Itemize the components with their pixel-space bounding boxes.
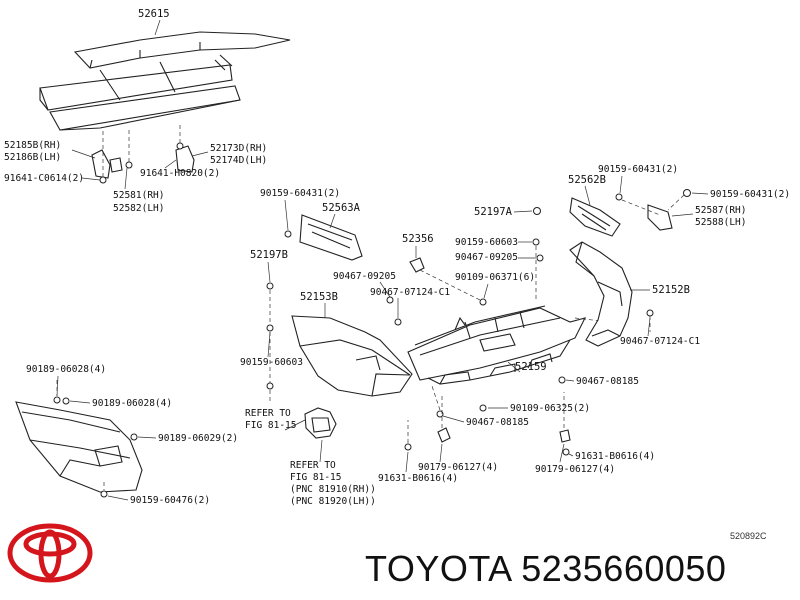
bumper-cover-drawing bbox=[407, 305, 611, 385]
label-52174d: 52174D(LH) bbox=[210, 155, 267, 166]
center-clip-drawing bbox=[409, 207, 544, 306]
label-90109-06371: 90109-06371(6) bbox=[455, 272, 535, 283]
label-90467-07124-a: 90467-07124-C1 bbox=[370, 287, 450, 298]
label-91641-h0820: 91641-H0820(2) bbox=[140, 168, 220, 179]
label-90159-60431-b: 90159-60431(2) bbox=[598, 164, 678, 175]
lower-left-panel-drawing bbox=[15, 380, 143, 498]
label-52587: 52587(RH) bbox=[695, 205, 746, 216]
label-52159: 52159 bbox=[515, 361, 547, 373]
label-90467-07124-b: 90467-07124-C1 bbox=[620, 336, 700, 347]
label-90109-06325: 90109-06325(2) bbox=[510, 403, 590, 414]
label-52197a: 52197A bbox=[474, 206, 513, 218]
label-90159-60603-b: 90159-60603 bbox=[455, 237, 518, 248]
label-52563a: 52563A bbox=[322, 202, 361, 214]
brackets-upper-drawing bbox=[91, 125, 195, 184]
brand-name: TOYOTA bbox=[365, 548, 511, 589]
diagram-code: 520892C bbox=[730, 531, 767, 541]
label-52588: 52588(LH) bbox=[695, 217, 746, 228]
refer-text-2c: (PNC 81910(RH)) bbox=[290, 484, 376, 495]
refer-text-1b: FIG 81-15 bbox=[245, 420, 296, 431]
label-52186b: 52186B(LH) bbox=[4, 152, 61, 163]
label-91631-b0616-a: 91631-B0616(4) bbox=[378, 473, 458, 484]
label-90467-09205-b: 90467-09205 bbox=[455, 252, 518, 263]
label-52562b: 52562B bbox=[568, 174, 606, 186]
left-retainer-drawing bbox=[266, 214, 402, 385]
label-90467-08185-b: 90467-08185 bbox=[466, 417, 529, 428]
refer-text-2d: (PNC 81920(LH)) bbox=[290, 496, 376, 507]
refer-text-1a: REFER TO bbox=[245, 408, 291, 419]
label-90467-09205-a: 90467-09205 bbox=[333, 271, 396, 282]
refer-text-2b: FIG 81-15 bbox=[290, 472, 341, 483]
label-52197b: 52197B bbox=[250, 249, 288, 261]
label-91641-c0614: 91641-C0614(2) bbox=[4, 173, 84, 184]
label-52356: 52356 bbox=[402, 233, 434, 245]
label-90189-06028-b: 90189-06028(4) bbox=[92, 398, 172, 409]
label-90467-08185-a: 90467-08185 bbox=[576, 376, 639, 387]
fog-lamp-drawing bbox=[266, 382, 337, 439]
label-90179-06127-a: 90179-06127(4) bbox=[418, 462, 498, 473]
lower-clips-drawing bbox=[404, 392, 571, 456]
right-bumper-end-drawing bbox=[569, 241, 633, 347]
label-90159-60476: 90159-60476(2) bbox=[130, 495, 210, 506]
label-52153b: 52153B bbox=[300, 291, 338, 303]
label-52582: 52582(LH) bbox=[113, 203, 164, 214]
label-90189-06028-a: 90189-06028(4) bbox=[26, 364, 106, 375]
part-number: 5235660050 bbox=[521, 548, 727, 589]
label-52173d: 52173D(RH) bbox=[210, 143, 267, 154]
toyota-logo bbox=[7, 523, 93, 583]
upper-reinforcement-drawing bbox=[39, 31, 291, 131]
label-52185b: 52185B(RH) bbox=[4, 140, 61, 151]
label-90159-60431-a: 90159-60431(2) bbox=[260, 188, 340, 199]
label-52615: 52615 bbox=[138, 8, 170, 20]
label-90179-06127-b: 90179-06127(4) bbox=[535, 464, 615, 475]
label-91631-b0616-b: 91631-B0616(4) bbox=[575, 451, 655, 462]
refer-text-2a: REFER TO bbox=[290, 460, 336, 471]
label-90159-60431-c: 90159-60431(2) bbox=[710, 189, 790, 200]
label-90189-06029: 90189-06029(2) bbox=[158, 433, 238, 444]
left-bumper-end-drawing bbox=[291, 315, 413, 397]
label-90159-60603-a: 90159-60603 bbox=[240, 357, 303, 368]
label-52581: 52581(RH) bbox=[113, 190, 164, 201]
label-52152b: 52152B bbox=[652, 284, 690, 296]
brand-part-number: TOYOTA 5235660050 bbox=[365, 548, 726, 590]
